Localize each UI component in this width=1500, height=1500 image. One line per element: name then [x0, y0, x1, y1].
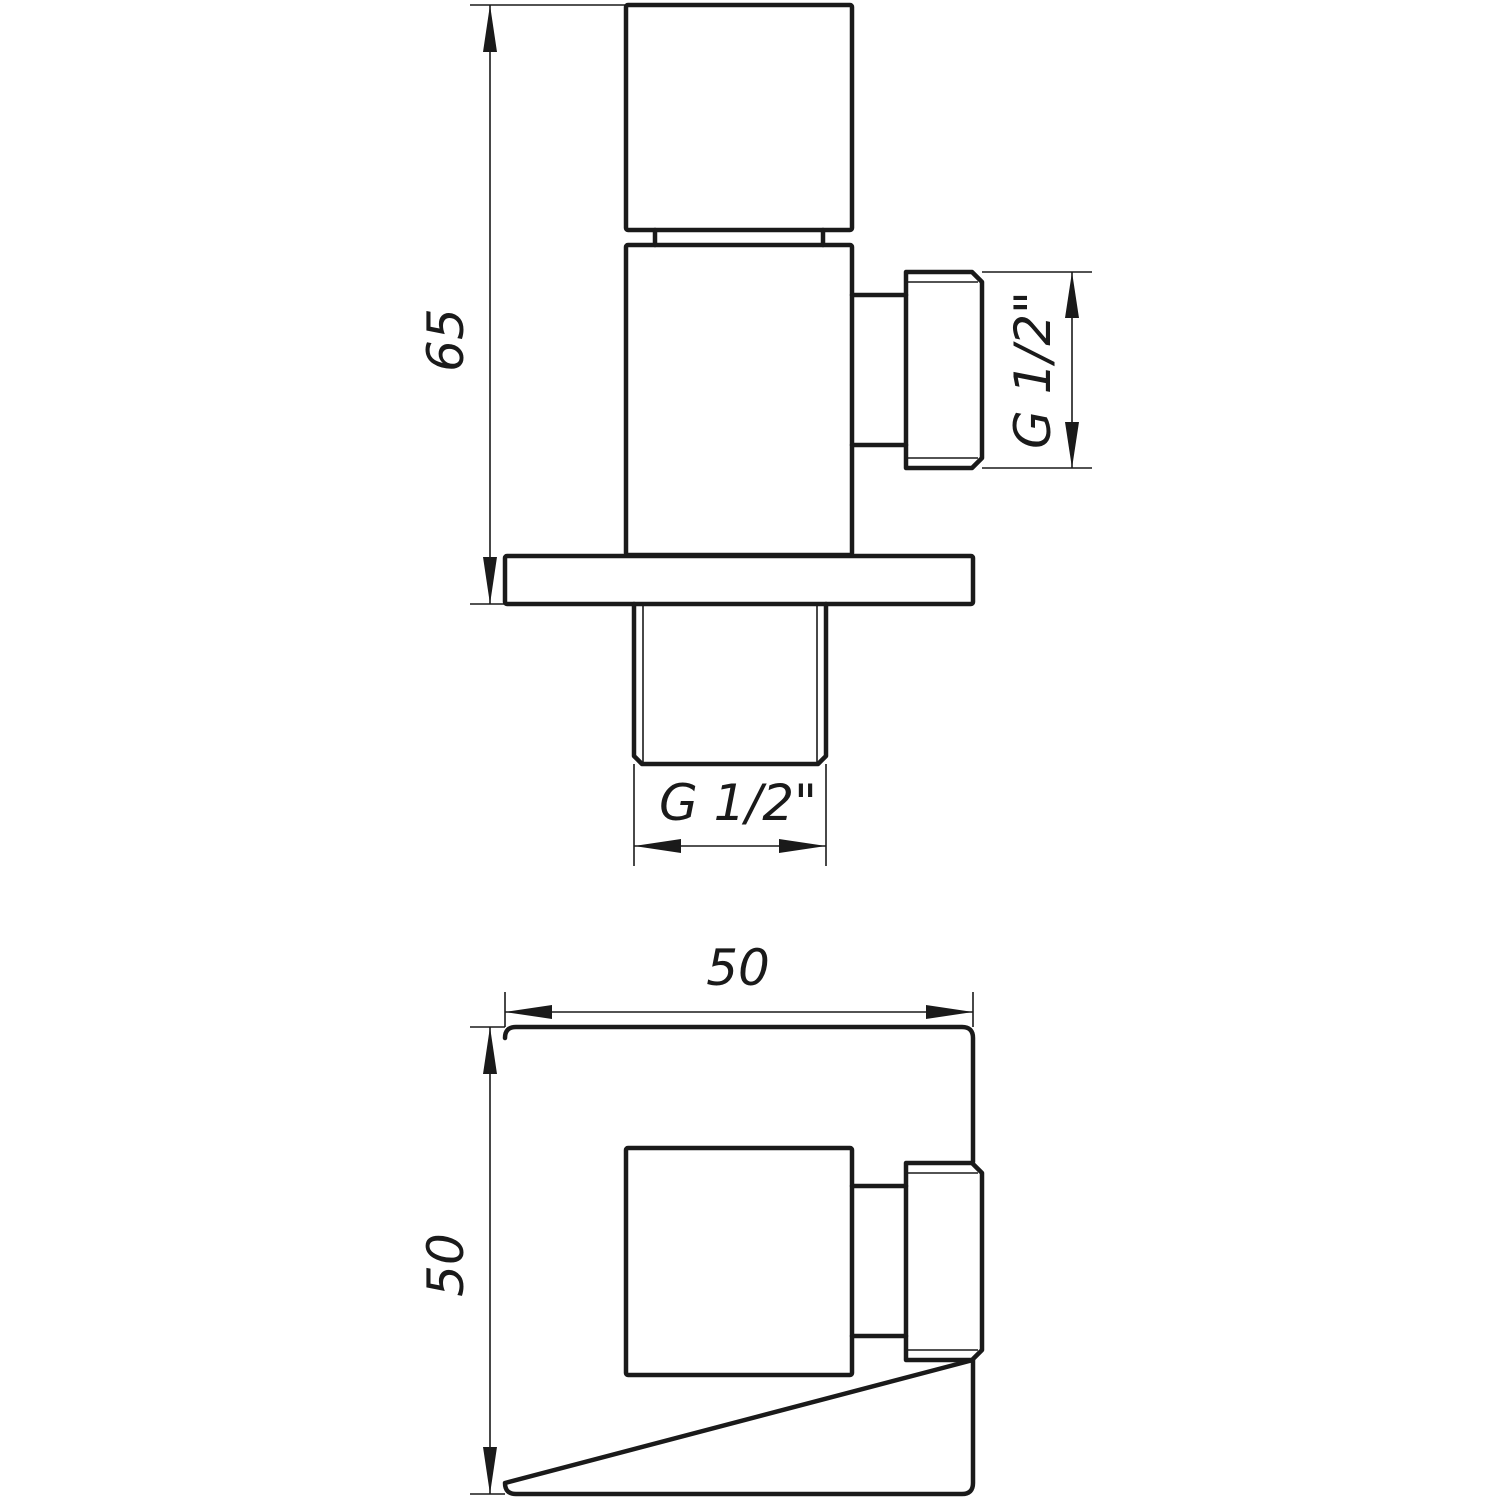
inlet-thread — [631, 601, 829, 767]
dimension-label: 50 — [417, 1233, 475, 1297]
handle-block — [623, 2, 855, 233]
arrow-down-icon — [1065, 422, 1079, 468]
arrow-down-icon — [483, 557, 497, 604]
dimension-label: G 1/2" — [659, 774, 817, 832]
top-view — [502, 1024, 985, 1497]
arrow-down-icon — [483, 1447, 497, 1494]
base-plate — [502, 1024, 976, 1497]
dimension-height-50: 50 — [417, 1026, 505, 1495]
dimension-label: 50 — [706, 939, 770, 997]
arrow-up-icon — [483, 5, 497, 52]
wall-flange — [502, 553, 976, 607]
arrow-left-icon — [505, 1005, 552, 1019]
outlet-thread-nut — [903, 1160, 985, 1363]
dimension-label: 65 — [417, 308, 475, 372]
arrow-right-icon — [926, 1005, 973, 1019]
outlet-thread-nut — [903, 269, 985, 471]
dimension-outlet-thread: G 1/2" — [982, 271, 1092, 469]
dimension-label: G 1/2" — [1004, 291, 1062, 449]
dimension-height-65: 65 — [417, 4, 626, 605]
arrow-left-icon — [634, 839, 681, 853]
dimension-width-50: 50 — [504, 939, 974, 1027]
arrow-right-icon — [779, 839, 826, 853]
valve-body — [623, 242, 855, 558]
arrow-up-icon — [1065, 272, 1079, 318]
handle-square — [623, 1145, 855, 1378]
dimension-inlet-thread: G 1/2" — [633, 764, 827, 866]
arrow-up-icon — [483, 1027, 497, 1074]
front-view — [502, 2, 985, 767]
